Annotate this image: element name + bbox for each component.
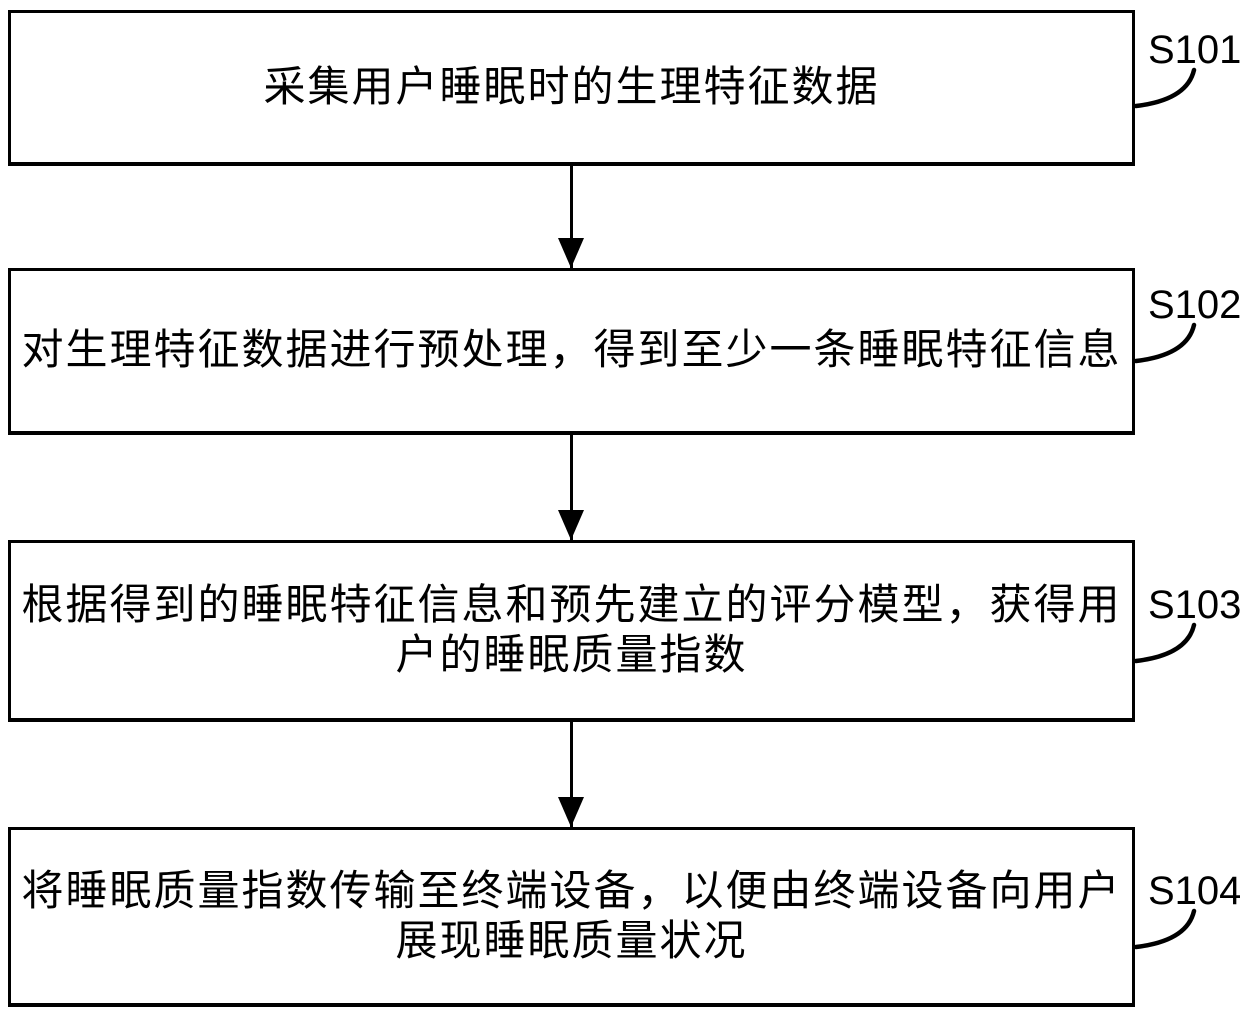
step-label-s101: S101 xyxy=(1133,28,1240,109)
arrow-line xyxy=(570,435,573,540)
flow-step-s103-box: 根据得到的睡眠特征信息和预先建立的评分模型，获得用 户的睡眠质量指数 xyxy=(8,540,1135,722)
step-id-s103: S103 xyxy=(1148,583,1240,627)
step-label-s104: S104 xyxy=(1133,869,1240,950)
down-arrow-icon xyxy=(558,722,584,827)
arrow-head xyxy=(558,510,584,540)
flow-step-s102-text: 对生理特征数据进行预处理，得到至少一条睡眠特征信息 xyxy=(21,328,1122,374)
label-connector-curve xyxy=(1133,322,1197,364)
label-connector-curve xyxy=(1133,622,1197,664)
step-label-s102: S102 xyxy=(1133,283,1240,364)
arrow-line xyxy=(570,722,573,827)
arrow-head xyxy=(558,238,584,268)
arrow-line xyxy=(570,166,573,268)
flow-step-s101-box: 采集用户睡眠时的生理特征数据 xyxy=(8,10,1135,166)
flow-step-s104-box: 将睡眠质量指数传输至终端设备，以便由终端设备向用户 展现睡眠质量状况 xyxy=(8,827,1135,1007)
step-id-s104: S104 xyxy=(1148,869,1240,913)
step-id-s101: S101 xyxy=(1148,28,1240,72)
down-arrow-icon xyxy=(558,166,584,268)
flow-step-s101-text: 采集用户睡眠时的生理特征数据 xyxy=(263,64,880,111)
flow-step-s104-text: 将睡眠质量指数传输至终端设备，以便由终端设备向用户 展现睡眠质量状况 xyxy=(21,868,1122,965)
step-label-s103: S103 xyxy=(1133,583,1240,664)
step-id-s102: S102 xyxy=(1148,283,1240,327)
label-connector-curve xyxy=(1133,908,1197,950)
arrow-head xyxy=(558,797,584,827)
flow-step-s102-box: 对生理特征数据进行预处理，得到至少一条睡眠特征信息 xyxy=(8,268,1135,435)
down-arrow-icon xyxy=(558,435,584,540)
label-connector-curve xyxy=(1133,67,1197,109)
flow-step-s103-text: 根据得到的睡眠特征信息和预先建立的评分模型，获得用 户的睡眠质量指数 xyxy=(21,582,1122,679)
